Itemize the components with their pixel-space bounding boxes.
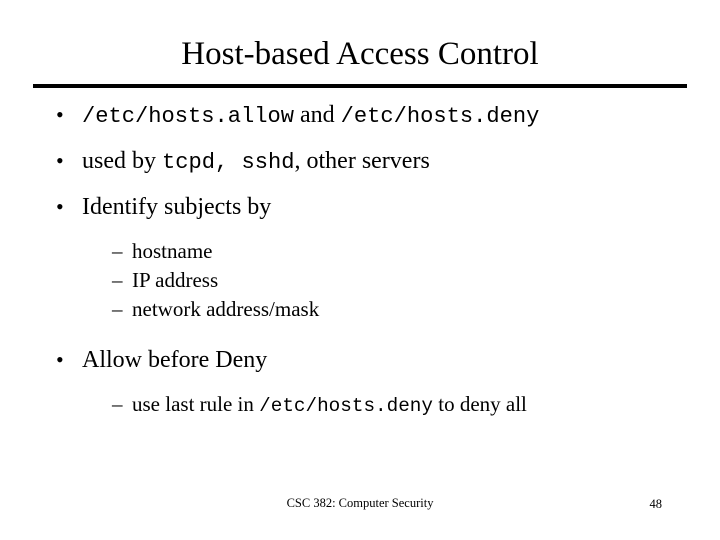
sub-bullet-text: IP address [132, 268, 219, 292]
bullet-item: • /etc/hosts.allow and /etc/hosts.deny [34, 100, 694, 132]
bullet-text-part: used by [82, 148, 162, 174]
bullet-marker: • [56, 102, 64, 127]
sub-bullet-text: use last rule in [132, 392, 260, 416]
footer-page-number: 48 [649, 497, 663, 511]
bullet-text-part: sshd [241, 150, 295, 175]
bullet-text-part: , other servers [294, 148, 430, 174]
sub-bullet-item: – network address/mask [34, 296, 694, 323]
bullet-text-part: Identify subjects by [82, 194, 272, 220]
sub-bullet-marker: – [112, 392, 123, 416]
slide-body: • /etc/hosts.allow and /etc/hosts.deny •… [34, 100, 694, 422]
bullet-text-part: /etc/hosts.allow [82, 104, 294, 129]
sub-bullet-marker: – [112, 239, 123, 263]
sub-bullet-text: hostname [132, 239, 213, 263]
bullet-text-part: /etc/hosts.deny [340, 104, 540, 129]
sub-bullet-item: – hostname [34, 238, 694, 265]
sub-bullet-item: – use last rule in /etc/hosts.deny to de… [34, 391, 694, 420]
title-divider [33, 84, 687, 88]
bullet-marker: • [56, 347, 64, 372]
bullet-marker: • [56, 148, 64, 173]
sub-bullet-text: to deny all [432, 392, 527, 416]
bullet-text-part: Allow before Deny [82, 347, 268, 373]
bullet-text-part: tcpd, [162, 150, 242, 175]
bullet-item: • Allow before Deny [34, 345, 694, 375]
sub-bullet-text: /etc/hosts.deny [259, 395, 433, 417]
page-title: Host-based Access Control [181, 36, 539, 72]
sub-bullet-item: – IP address [34, 267, 694, 294]
footer-course-label: CSC 382: Computer Security [286, 496, 434, 510]
sub-bullet-marker: – [112, 297, 123, 321]
bullet-marker: • [56, 194, 64, 219]
sub-bullet-text: network address/mask [132, 297, 320, 321]
bullet-item: • Identify subjects by [34, 192, 694, 222]
bullet-text-part: and [294, 102, 341, 128]
sub-bullet-marker: – [112, 268, 123, 292]
bullet-item: • used by tcpd, sshd, other servers [34, 146, 694, 178]
